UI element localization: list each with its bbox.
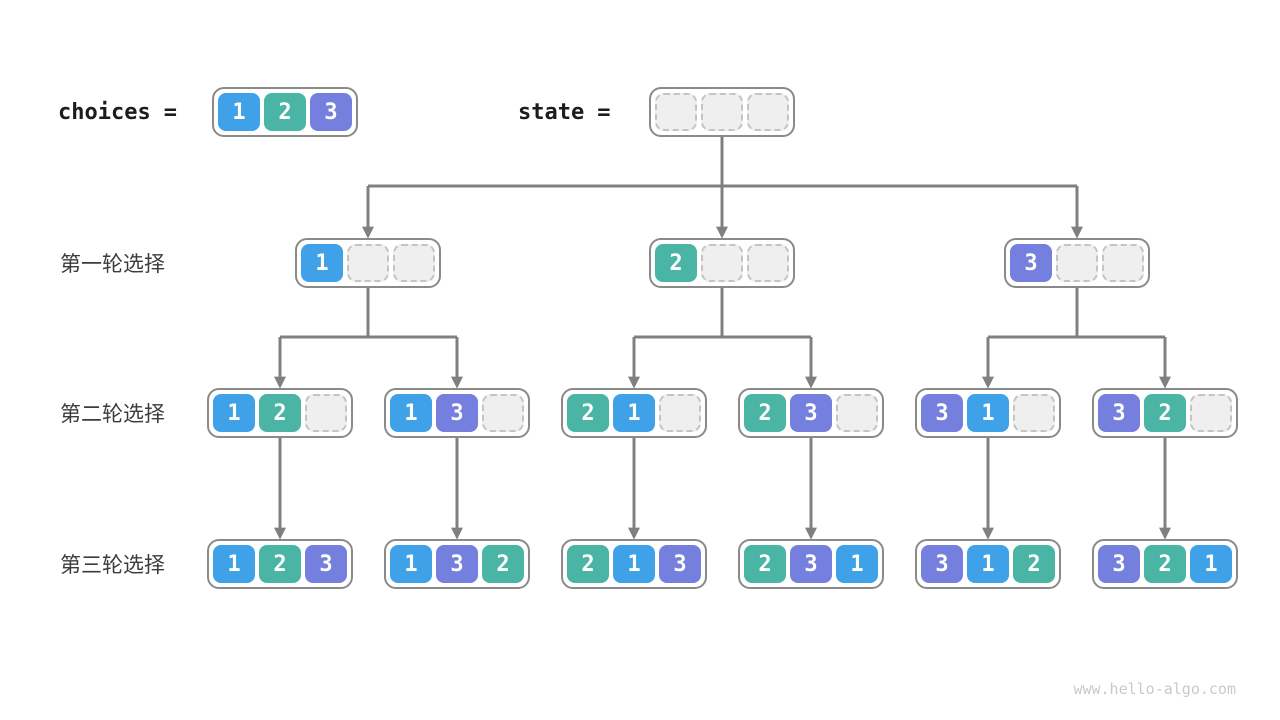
state-cell: 3 xyxy=(305,545,347,583)
state-cell xyxy=(747,244,789,282)
state-cell: 2 xyxy=(259,394,301,432)
state-cell: 3 xyxy=(921,545,963,583)
round-1-label: 第一轮选择 xyxy=(60,253,165,276)
state-cell: 3 xyxy=(921,394,963,432)
state-cell: 3 xyxy=(790,394,832,432)
state-cell: 3 xyxy=(436,545,478,583)
state-node: 2 xyxy=(649,238,795,288)
state-cell: 2 xyxy=(655,244,697,282)
state-cell: 2 xyxy=(1013,545,1055,583)
state-cell xyxy=(701,244,743,282)
state-node: 3 2 1 xyxy=(1092,539,1238,589)
choices-equals-sign: = xyxy=(163,99,177,125)
state-cell: 2 xyxy=(482,545,524,583)
state-cell xyxy=(393,244,435,282)
state-cell xyxy=(1056,244,1098,282)
state-cell xyxy=(1190,394,1232,432)
state-cell xyxy=(305,394,347,432)
state-node: 2 1 3 xyxy=(561,539,707,589)
state-label: state xyxy=(518,99,585,125)
state-cell: 3 xyxy=(1098,394,1140,432)
choices-label-group: choices = xyxy=(58,87,177,137)
choices-box: 1 2 3 xyxy=(212,87,358,137)
state-node: 1 xyxy=(295,238,441,288)
state-node: 3 1 2 xyxy=(915,539,1061,589)
state-cell: 1 xyxy=(213,394,255,432)
state-cell: 3 xyxy=(1098,545,1140,583)
state-node: 1 2 3 xyxy=(207,539,353,589)
state-node: 2 3 xyxy=(738,388,884,438)
state-node: 2 3 1 xyxy=(738,539,884,589)
state-cell xyxy=(347,244,389,282)
state-cell xyxy=(836,394,878,432)
choices-label: choices xyxy=(58,99,151,125)
state-node: 2 1 xyxy=(561,388,707,438)
state-cell: 1 xyxy=(1190,545,1232,583)
state-cell: 1 xyxy=(967,394,1009,432)
state-cell: 3 xyxy=(1010,244,1052,282)
state-cell: 2 xyxy=(1144,394,1186,432)
state-cell: 2 xyxy=(1144,545,1186,583)
state-cell xyxy=(701,93,743,131)
state-cell xyxy=(655,93,697,131)
choices-cell: 2 xyxy=(264,93,306,131)
state-cell: 3 xyxy=(436,394,478,432)
state-cell: 3 xyxy=(659,545,701,583)
state-root-box xyxy=(649,87,795,137)
state-cell xyxy=(747,93,789,131)
choices-cell: 1 xyxy=(218,93,260,131)
state-cell: 1 xyxy=(301,244,343,282)
choices-cell: 3 xyxy=(310,93,352,131)
state-cell: 3 xyxy=(790,545,832,583)
website-watermark: www.hello-algo.com xyxy=(1073,680,1236,698)
state-cell xyxy=(482,394,524,432)
round-3-label: 第三轮选择 xyxy=(60,554,165,577)
round-2-label: 第二轮选择 xyxy=(60,403,165,426)
state-cell: 1 xyxy=(613,394,655,432)
state-node: 3 2 xyxy=(1092,388,1238,438)
state-cell: 2 xyxy=(567,545,609,583)
state-node: 3 1 xyxy=(915,388,1061,438)
state-cell xyxy=(1102,244,1144,282)
state-node: 1 3 2 xyxy=(384,539,530,589)
state-cell xyxy=(659,394,701,432)
state-cell: 1 xyxy=(613,545,655,583)
state-cell: 1 xyxy=(390,545,432,583)
state-cell: 1 xyxy=(390,394,432,432)
state-cell: 1 xyxy=(213,545,255,583)
state-node: 3 xyxy=(1004,238,1150,288)
state-cell: 1 xyxy=(967,545,1009,583)
state-node: 1 3 xyxy=(384,388,530,438)
state-cell: 2 xyxy=(259,545,301,583)
state-equals-sign: = xyxy=(597,99,611,125)
state-label-group: state = xyxy=(518,87,610,137)
state-node: 1 2 xyxy=(207,388,353,438)
state-cell: 2 xyxy=(744,545,786,583)
state-cell: 1 xyxy=(836,545,878,583)
state-cell: 2 xyxy=(567,394,609,432)
state-cell: 2 xyxy=(744,394,786,432)
state-cell xyxy=(1013,394,1055,432)
